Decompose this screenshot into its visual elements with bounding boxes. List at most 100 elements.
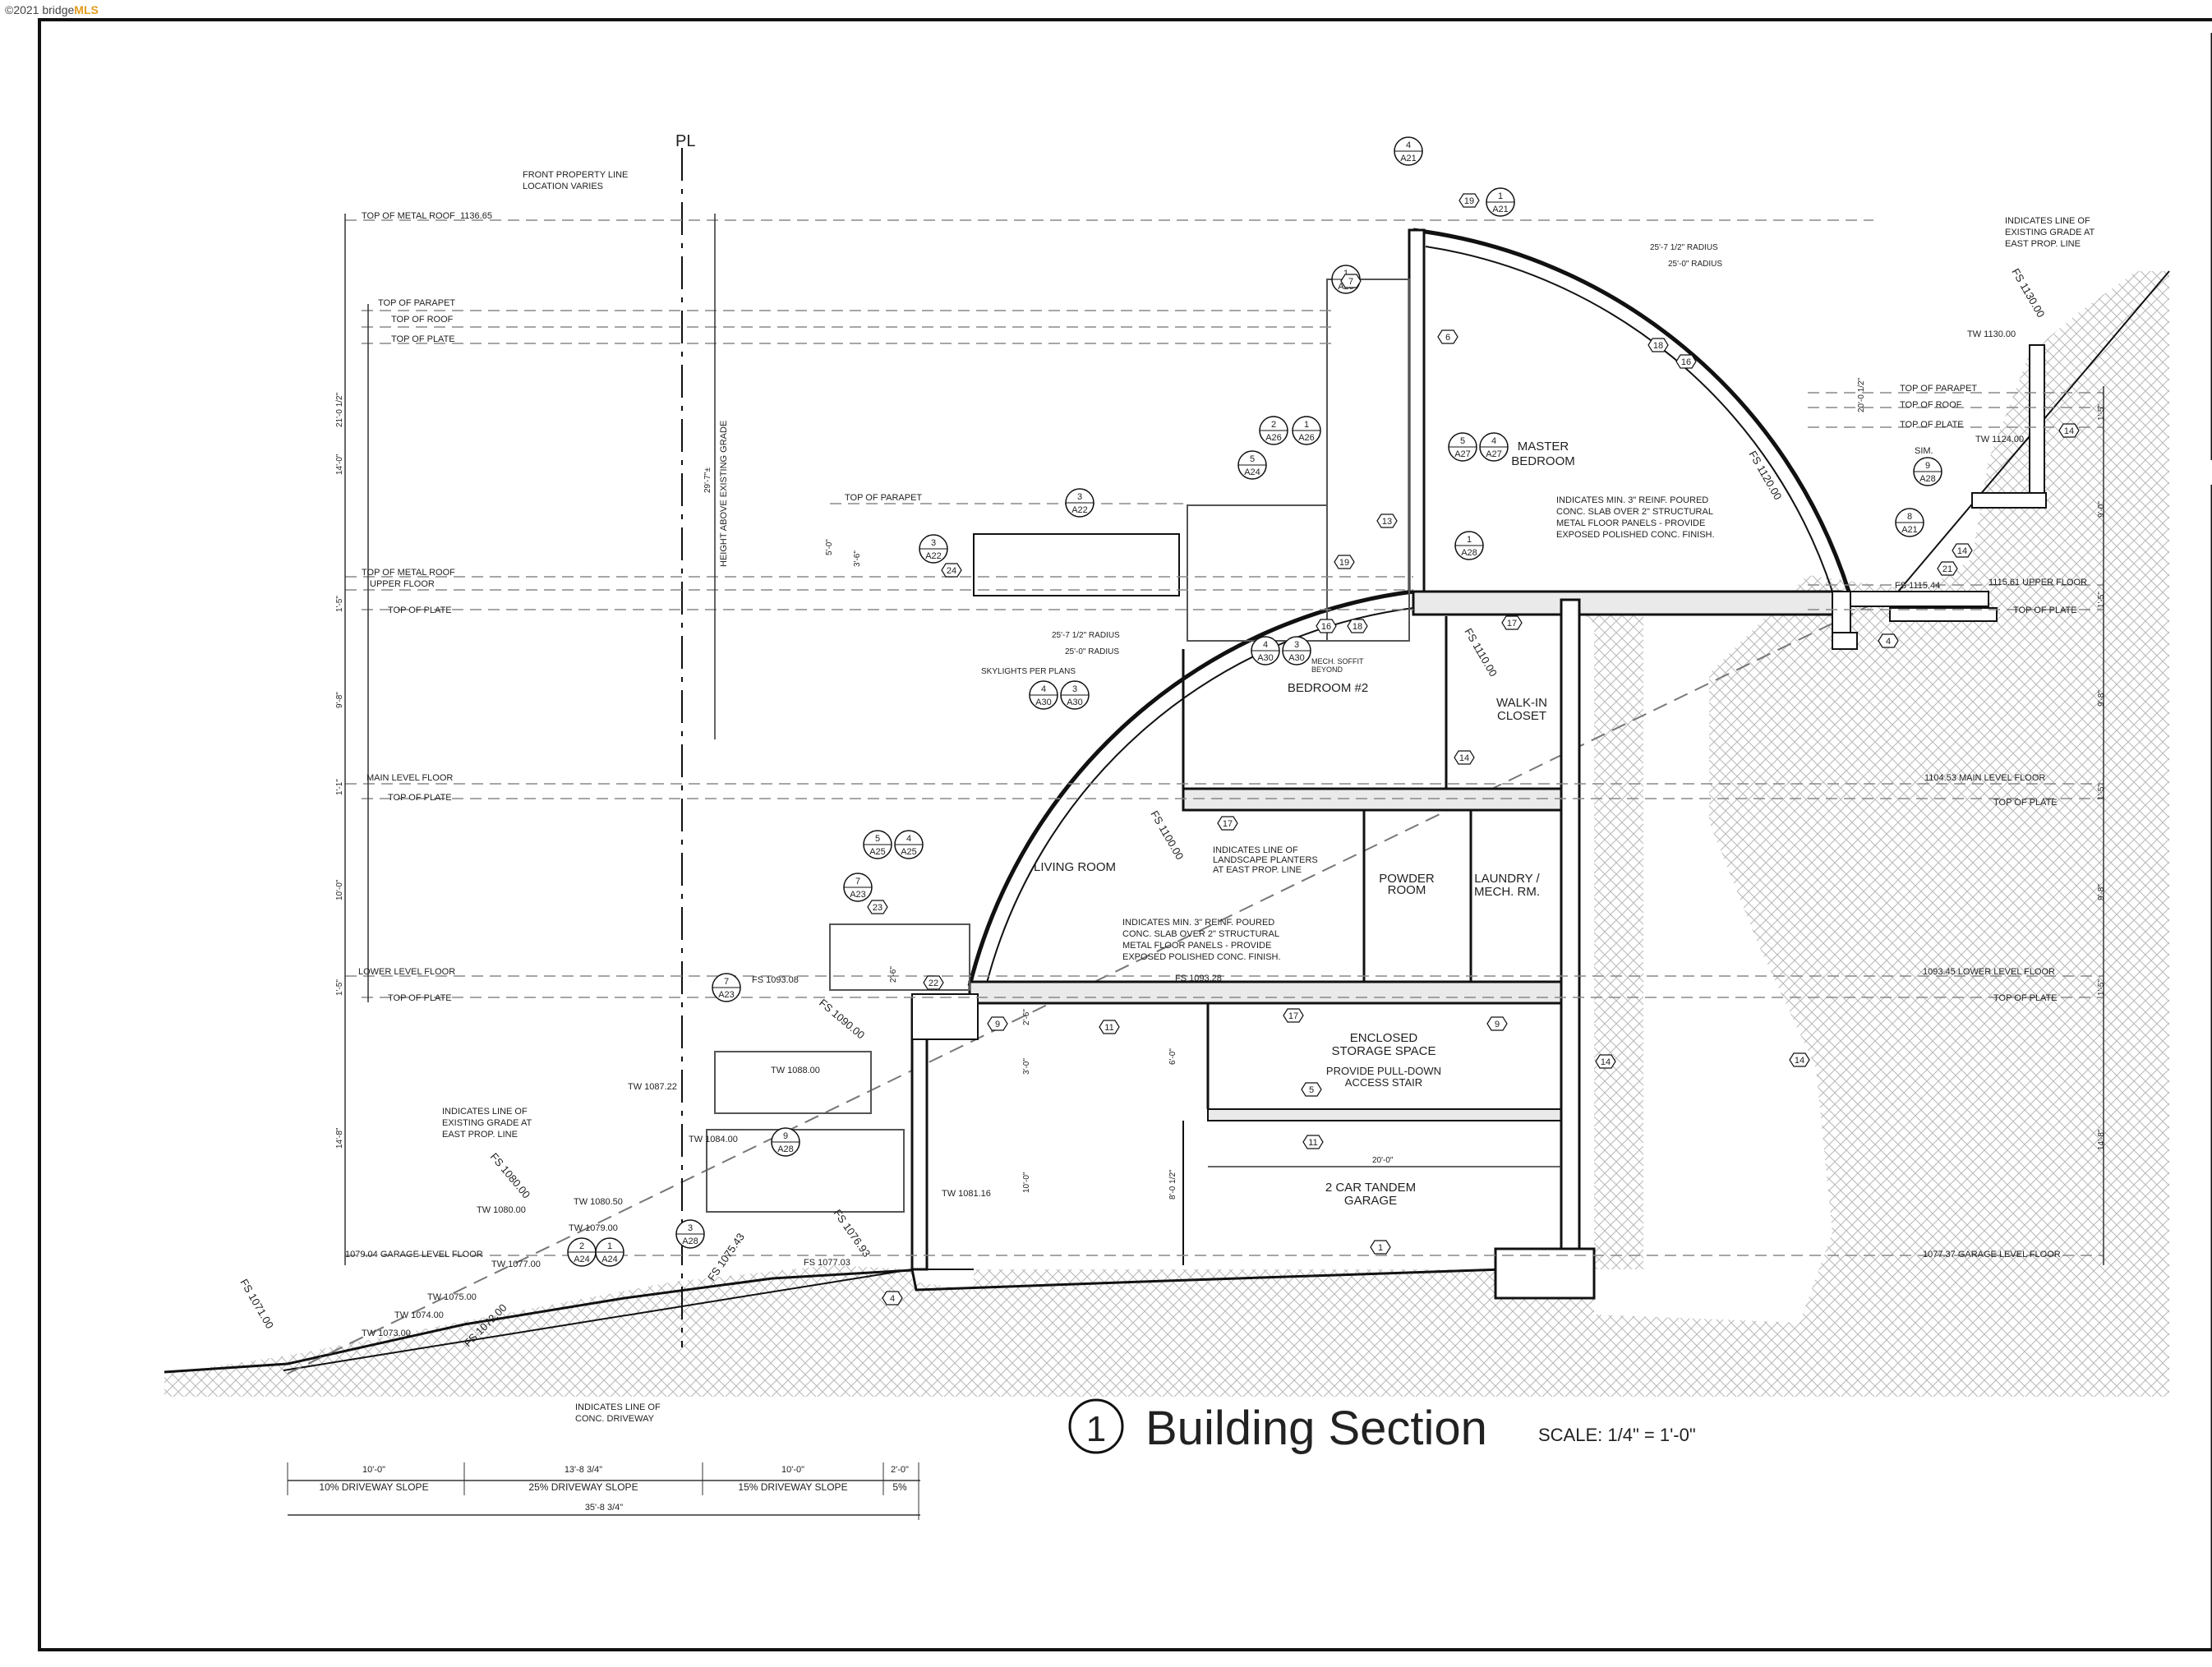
- dim-text: 9'-0": [2097, 501, 2106, 518]
- keynote-number: 16: [1321, 622, 1331, 632]
- level-label: TOP OF PLATE: [388, 993, 452, 1003]
- level-lines: [345, 219, 2104, 1256]
- level-label: 1079.04 GARAGE LEVEL FLOOR: [345, 1250, 483, 1259]
- callout-number: 9: [1925, 461, 1930, 471]
- level-label: 1093.45 LOWER LEVEL FLOOR: [1923, 967, 2055, 977]
- slope-dim: 10'-0": [781, 1465, 804, 1475]
- level-label: TOP OF PARAPET: [1900, 384, 1977, 394]
- keynote-tag: 1: [1370, 1240, 1391, 1255]
- elev-label: FS 1100.00: [1148, 808, 1186, 862]
- note-mech-soffit: MECH. SOFFIT: [1311, 657, 1364, 665]
- title-number: 1: [1086, 1409, 1106, 1449]
- dim-text: 20'-0": [1372, 1156, 1394, 1165]
- note-slab-lower: EXPOSED POLISHED CONC. FINISH.: [1122, 952, 1281, 962]
- room-master-line1: MASTER: [1518, 440, 1569, 454]
- keynote-tag: 11: [1302, 1135, 1324, 1149]
- elev-label: SIM.: [1915, 446, 1933, 456]
- callout-number: 2: [1271, 420, 1276, 430]
- elev-label: TW 1080.50: [574, 1197, 623, 1207]
- level-label: TOP OF PLATE: [1993, 798, 2058, 808]
- slope-dim: 10'-0": [362, 1465, 385, 1475]
- keynote-tag: 23: [867, 900, 888, 914]
- note-planters: AT EAST PROP. LINE: [1213, 865, 1302, 875]
- keynote-tag: 7: [1340, 274, 1362, 288]
- keynote-tag: 19: [1334, 555, 1355, 569]
- keynote-number: 17: [1507, 619, 1517, 629]
- title-text: Building Section: [1145, 1402, 1487, 1455]
- dim-text: 14'-8": [335, 1127, 344, 1149]
- level-label: MAIN LEVEL FLOOR: [366, 773, 453, 783]
- level-label: 1136.65: [460, 211, 492, 221]
- keynote-number: 4: [1886, 637, 1891, 647]
- level-label: TOP OF PLATE: [391, 334, 455, 344]
- note-slab-upper: INDICATES MIN. 3" REINF. POURED: [1556, 495, 1708, 505]
- elev-label: TW 1130.00: [1967, 329, 2016, 339]
- elev-label: TW 1079.00: [569, 1223, 618, 1233]
- keynote-number: 14: [1795, 1056, 1804, 1066]
- slope-label: 15% DRIVEWAY SLOPE: [738, 1481, 847, 1493]
- keynote-number: 18: [1353, 622, 1362, 632]
- level-label: UPPER FLOOR: [370, 579, 435, 589]
- callout-number: 4: [1491, 436, 1496, 446]
- callout-number: 8: [1907, 512, 1912, 522]
- keynote-number: 22: [929, 979, 938, 988]
- callout-number: 1: [607, 1241, 612, 1251]
- callout-sheet: A27: [1454, 449, 1471, 459]
- dim-text: 20'-0 1/2": [1857, 377, 1866, 412]
- callout-number: 3: [1294, 640, 1299, 650]
- note-slab-lower: METAL FLOOR PANELS - PROVIDE: [1122, 941, 1271, 951]
- note-radius: 25'-0" RADIUS: [1065, 647, 1119, 656]
- elev-label: FS 1071.00: [237, 1277, 276, 1331]
- keynote-number: 16: [1681, 357, 1691, 367]
- elev-label: TW 1081.16: [942, 1189, 991, 1199]
- room-storage-line2: STORAGE SPACE: [1332, 1044, 1436, 1058]
- note-mech-soffit: BEYOND: [1311, 665, 1343, 674]
- dim-text: 9'-8": [335, 692, 344, 708]
- room-powder-line1: POWDER: [1379, 872, 1435, 886]
- callout-sheet: A23: [850, 890, 866, 900]
- room-garage-line2: GARAGE: [1344, 1194, 1397, 1208]
- keynote-number: 14: [1957, 546, 1967, 556]
- elev-label: TW 1084.00: [689, 1135, 738, 1144]
- keynote-number: 17: [1223, 819, 1233, 829]
- keynote-number: 24: [947, 566, 956, 576]
- callout-number: 2: [579, 1241, 584, 1251]
- callout-number: 1: [1467, 535, 1472, 545]
- drawing-title: 1 Building Section SCALE: 1/4" = 1'-0": [1068, 1398, 1696, 1455]
- callout-sheet: A28: [777, 1144, 794, 1154]
- callout-sheet: A25: [901, 847, 917, 857]
- note-grade-top: EAST PROP. LINE: [2005, 239, 2081, 249]
- keynote-tag: 4: [882, 1291, 903, 1306]
- elev-label: FS 1093.08: [752, 975, 799, 985]
- keynote-tag: 16: [1316, 619, 1337, 633]
- callout-sheet: A28: [1919, 474, 1936, 484]
- keynote-tag: 17: [1217, 816, 1238, 831]
- dim-text: 10'-0": [335, 879, 344, 900]
- elev-label: TW 1073.00: [362, 1329, 411, 1338]
- dim-text: 2'-6": [889, 966, 898, 983]
- dim-text: 1'-5": [2097, 979, 2106, 996]
- note-grade-low: EAST PROP. LINE: [442, 1130, 518, 1140]
- callout-sheet: A21: [1492, 205, 1509, 214]
- keynote-tag: 24: [941, 563, 962, 578]
- keynote-number: 13: [1382, 517, 1392, 527]
- room-labels: MASTER BEDROOM BEDROOM #2 WALK-IN CLOSET…: [1034, 440, 1575, 1208]
- dim-text: 3'-0": [1022, 1058, 1031, 1075]
- brand-logo: MLS: [74, 3, 99, 16]
- slope-label: 10% DRIVEWAY SLOPE: [319, 1481, 428, 1493]
- dim-text: 9'-8": [2097, 884, 2106, 900]
- keynote-tag: 18: [1347, 619, 1368, 633]
- room-powder-line2: ROOM: [1388, 883, 1426, 897]
- slope-label: 5%: [892, 1481, 907, 1493]
